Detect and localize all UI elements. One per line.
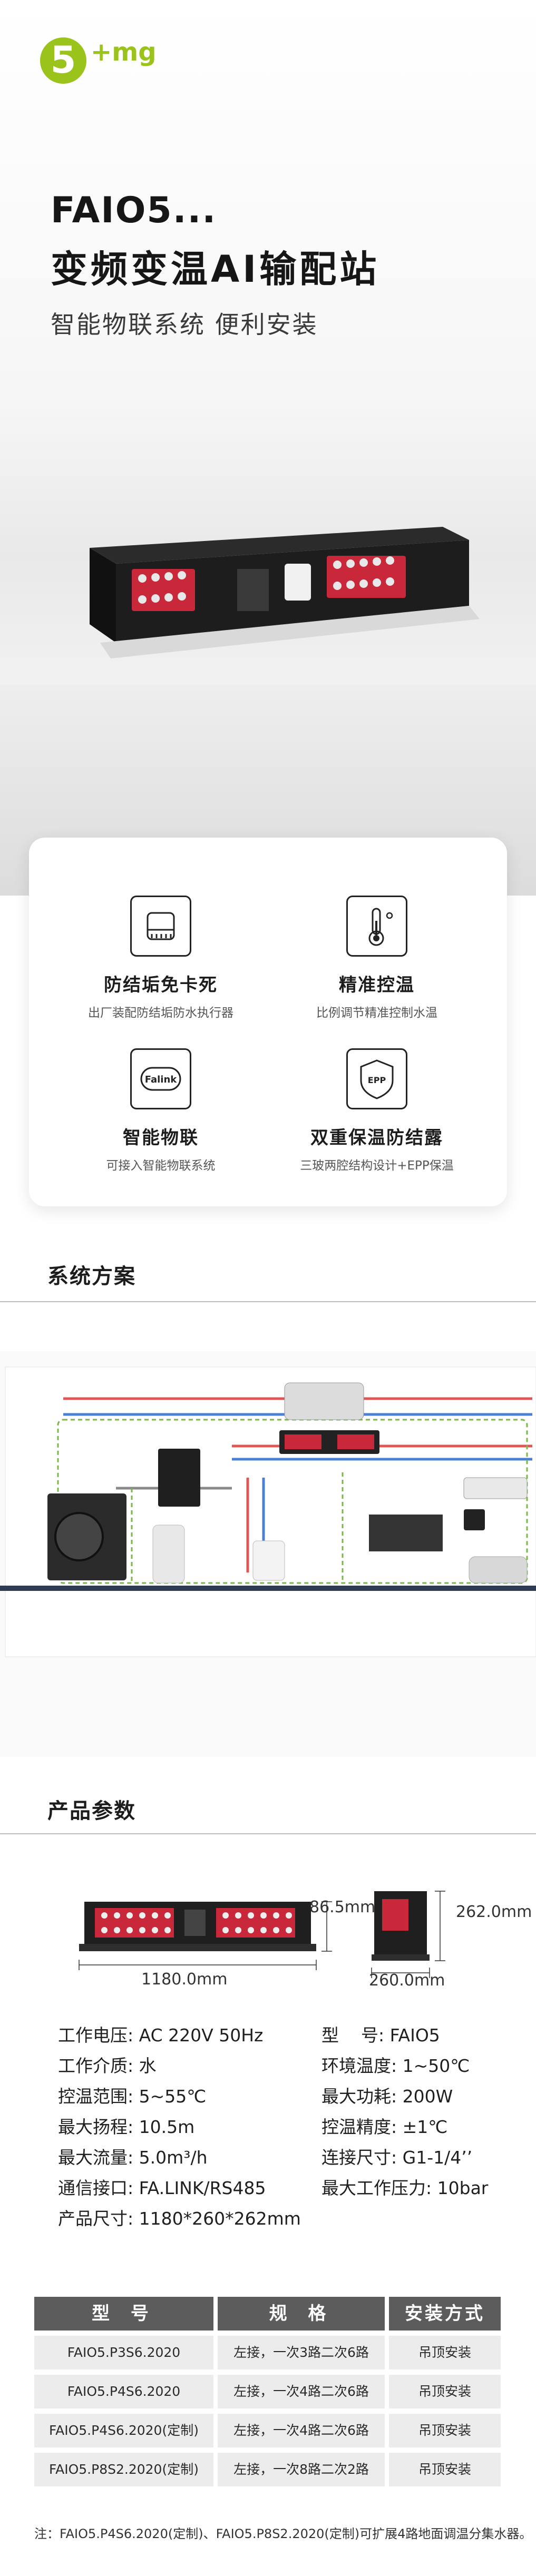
- table-row: FAIO5.P4S6.2020 左接，一次4路二次6路 吊顶安装: [34, 2375, 501, 2408]
- feature-title: 双重保温防结露: [310, 1127, 443, 1148]
- spec-row: 工作电压: AC 220V 50Hz: [58, 2020, 301, 2051]
- specs-right: 型 号: FAIO5 环境温度: 1~50℃ 最大功耗: 200W 控温精度: …: [321, 2020, 488, 2204]
- feature-desc: 比例调节精准控制水温: [316, 1006, 437, 1020]
- spec-label: 工作电压:: [58, 2025, 134, 2046]
- section-divider: [0, 1301, 536, 1302]
- spec-value: 1~50℃: [402, 2056, 470, 2076]
- table-cell: FAIO5.P3S6.2020: [34, 2336, 213, 2369]
- epp-icon-text: EPP: [368, 1075, 386, 1085]
- table-row: FAIO5.P8S2.2020(定制) 左接，一次8路二次2路 吊顶安装: [34, 2453, 501, 2486]
- actuator-icon: [130, 896, 191, 957]
- spec-value: G1-1/4’’: [402, 2147, 473, 2168]
- feature-title: 智能物联: [123, 1127, 199, 1148]
- table-header: 安装方式: [389, 2297, 501, 2331]
- table-header: 型 号: [34, 2297, 213, 2331]
- spec-value: 10.5m: [139, 2117, 195, 2137]
- table-cell: 吊顶安装: [389, 2414, 501, 2447]
- spec-value: 5~55℃: [139, 2086, 207, 2107]
- spec-label: 连接尺寸:: [321, 2147, 397, 2168]
- table-cell: 左接，一次8路二次2路: [218, 2453, 385, 2486]
- spec-row: 最大工作压力: 10bar: [321, 2173, 488, 2204]
- spec-label: 工作介质:: [58, 2056, 134, 2076]
- dim-side-height: 262.0mm: [456, 1903, 532, 1921]
- spec-row: 连接尺寸: G1-1/4’’: [321, 2142, 488, 2173]
- table-cell: FAIO5.P8S2.2020(定制): [34, 2453, 213, 2486]
- spec-row: 控温范围: 5~55℃: [58, 2081, 301, 2112]
- spec-label: 最大流量:: [58, 2147, 134, 2168]
- spec-value: 1180*260*262mm: [139, 2208, 301, 2229]
- spec-value: FA.LINK/RS485: [139, 2178, 266, 2198]
- feature-item: Falink 智能物联 可接入智能物联系统: [50, 1048, 271, 1173]
- system-diagram: [0, 1351, 536, 1757]
- specs-left: 工作电压: AC 220V 50Hz 工作介质: 水 控温范围: 5~55℃ 最…: [58, 2020, 301, 2234]
- features-card: 防结垢免卡死 出厂装配防结垢防水执行器 精准控温 比例调节精准控制水温 Fali…: [29, 838, 507, 1206]
- spec-row: 最大功耗: 200W: [321, 2081, 488, 2112]
- logo-digit: 5: [51, 38, 76, 82]
- logo-text: +mg: [91, 37, 157, 67]
- spec-row: 通信接口: FA.LINK/RS485: [58, 2173, 301, 2204]
- spec-row: 工作介质: 水: [58, 2051, 301, 2081]
- section-divider: [0, 1833, 536, 1834]
- thermometer-icon: [346, 896, 407, 957]
- dim-side-depth: 260.0mm: [369, 1971, 445, 1990]
- spec-row: 最大流量: 5.0m³/h: [58, 2142, 301, 2173]
- spec-label: 控温精度:: [321, 2117, 397, 2137]
- spec-label: 环境温度:: [321, 2056, 397, 2076]
- table-cell: 吊顶安装: [389, 2336, 501, 2369]
- spec-label: 型 号:: [321, 2025, 385, 2046]
- table-row: FAIO5.P3S6.2020 左接，一次3路二次6路 吊顶安装: [34, 2336, 501, 2369]
- dimension-drawing: [79, 1891, 445, 1978]
- brand-logo: 5 +mg: [40, 37, 157, 84]
- spec-row: 产品尺寸: 1180*260*262mm: [58, 2204, 301, 2234]
- falink-icon-text: Falink: [145, 1074, 178, 1085]
- table-cell: 吊顶安装: [389, 2375, 501, 2408]
- epp-shield-icon: EPP: [346, 1048, 407, 1109]
- table-cell: 吊顶安装: [389, 2453, 501, 2486]
- spec-value: 5.0m³/h: [139, 2147, 208, 2168]
- dim-front-height: 86.5mm: [309, 1898, 376, 1916]
- table-cell: FAIO5.P4S6.2020: [34, 2375, 213, 2408]
- spec-value: 10bar: [437, 2178, 489, 2198]
- spec-value: AC 220V 50Hz: [139, 2025, 264, 2046]
- spec-value: FAIO5: [389, 2025, 440, 2046]
- spec-row: 最大扬程: 10.5m: [58, 2112, 301, 2142]
- hero-title-line2: 变频变温AI输配站: [51, 248, 380, 291]
- spec-label: 最大扬程:: [58, 2117, 134, 2137]
- feature-item: 精准控温 比例调节精准控制水温: [266, 896, 488, 1020]
- product-image: [90, 527, 480, 658]
- spec-label: 通信接口:: [58, 2178, 134, 2198]
- falink-icon: Falink: [130, 1048, 191, 1109]
- section-title-params: 产品参数: [47, 1799, 136, 1823]
- feature-title: 精准控温: [339, 975, 415, 996]
- model-table: 型 号 规 格 安装方式 FAIO5.P3S6.2020 左接，一次3路二次6路…: [34, 2297, 501, 2492]
- hero-title-line1: FAIO5...: [51, 190, 217, 231]
- hero-subtitle: 智能物联系统 便利安装: [51, 310, 318, 339]
- spec-row: 型 号: FAIO5: [321, 2020, 488, 2051]
- table-cell: 左接，一次4路二次6路: [218, 2375, 385, 2408]
- feature-item: EPP 双重保温防结露 三玻两腔结构设计+EPP保温: [266, 1048, 488, 1173]
- spec-label: 最大功耗:: [321, 2086, 397, 2107]
- spec-label: 控温范围:: [58, 2086, 134, 2107]
- table-header: 规 格: [218, 2297, 385, 2331]
- table-cell: 左接，一次4路二次6路: [218, 2414, 385, 2447]
- spec-value: ±1℃: [402, 2117, 448, 2137]
- spec-value: 200W: [402, 2086, 453, 2107]
- section-title-system: 系统方案: [47, 1264, 136, 1289]
- table-row: FAIO5.P4S6.2020(定制) 左接，一次4路二次6路 吊顶安装: [34, 2414, 501, 2447]
- feature-desc: 出厂装配防结垢防水执行器: [88, 1006, 233, 1020]
- feature-desc: 三玻两腔结构设计+EPP保温: [300, 1159, 454, 1173]
- feature-desc: 可接入智能物联系统: [106, 1159, 216, 1173]
- table-cell: FAIO5.P4S6.2020(定制): [34, 2414, 213, 2447]
- spec-row: 环境温度: 1~50℃: [321, 2051, 488, 2081]
- footnote: 注：FAIO5.P4S6.2020(定制)、FAIO5.P8S2.2020(定制…: [34, 2526, 532, 2541]
- feature-item: 防结垢免卡死 出厂装配防结垢防水执行器: [50, 896, 271, 1020]
- spec-value: 水: [139, 2056, 157, 2076]
- spec-label: 最大工作压力:: [321, 2178, 432, 2198]
- spec-label: 产品尺寸:: [58, 2208, 134, 2229]
- spec-row: 控温精度: ±1℃: [321, 2112, 488, 2142]
- feature-title: 防结垢免卡死: [104, 975, 218, 996]
- dim-front-length: 1180.0mm: [141, 1970, 228, 1989]
- table-cell: 左接，一次3路二次6路: [218, 2336, 385, 2369]
- table-header-row: 型 号 规 格 安装方式: [34, 2297, 501, 2331]
